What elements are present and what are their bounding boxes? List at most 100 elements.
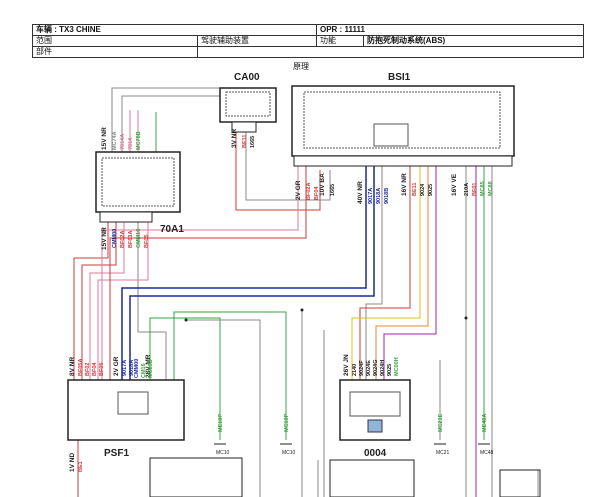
wire-line <box>186 319 261 497</box>
wire-line <box>97 222 149 380</box>
psf1-box <box>67 379 185 441</box>
wire-label: BE11 <box>412 183 418 196</box>
wire-label: 9018B <box>384 188 390 204</box>
psf1-module <box>117 391 149 415</box>
connector-label-psf-bottom: 1V ND <box>69 453 76 472</box>
ground-wire-label: ME10P <box>218 414 224 432</box>
ground-label: MC10 <box>216 450 230 456</box>
wire-line <box>383 166 437 380</box>
connector-label-bsi-d: 16V NR <box>401 173 408 196</box>
connector-label-bsi-c: 40V NR <box>357 181 364 204</box>
connector-label-bsi-e: 16V VE <box>451 173 458 196</box>
wire-line <box>101 166 299 380</box>
wire-label: BF05 <box>144 235 150 248</box>
part-cell: 部件 <box>32 46 198 58</box>
ground-wire-label: MC21E <box>438 413 444 432</box>
ground-label: MC10 <box>282 450 296 456</box>
connector-label-psf-a: 8V NR <box>69 357 76 376</box>
ground-wire-label: MC10P <box>284 413 290 432</box>
connector-label-c0004: 26V JN <box>343 354 350 376</box>
wire-line <box>375 166 429 380</box>
wire-line <box>129 166 375 380</box>
wire-label: 9025 <box>387 364 393 376</box>
wire-line <box>137 222 167 380</box>
c0004-sensor <box>367 419 383 433</box>
wire-label: BF04 <box>92 362 98 376</box>
wire-label: BF02 <box>85 363 91 376</box>
junction-dot <box>184 318 188 322</box>
junction-dot <box>300 308 304 312</box>
wire-label: 9018A <box>129 360 135 376</box>
connector-label-psf-b: 2V GR <box>113 356 120 376</box>
psf1-title: PSF1 <box>104 448 129 459</box>
bsi1-inner <box>303 91 501 149</box>
wire-label: MC74A <box>112 131 118 150</box>
wire-label: MC85 <box>480 181 486 196</box>
wire-label: 9024E <box>366 360 372 376</box>
wire-label: MC00H <box>394 357 400 376</box>
wire-label: 7814 <box>128 137 134 150</box>
wire-label: MC89B <box>148 359 154 378</box>
wire-line <box>73 222 109 380</box>
wire-line <box>351 166 421 380</box>
wire-label: 1665 <box>250 136 256 148</box>
ground-label: MC21 <box>436 450 450 456</box>
wire-line <box>121 166 367 380</box>
wire-label: BF04 <box>314 186 320 200</box>
c70a1-box <box>95 151 181 213</box>
junction-dot <box>464 316 468 320</box>
connector-label-c70a1-bottom: 15V NR <box>101 227 108 250</box>
bottom-block <box>329 459 415 497</box>
bottom-block <box>499 469 541 497</box>
bsi1-module <box>373 123 409 147</box>
component-blocks <box>67 85 541 497</box>
wire-line <box>173 311 287 440</box>
wire-label: 9024H <box>380 360 386 376</box>
wire-label: CMM00 <box>112 229 118 248</box>
c70a1-title: 70A1 <box>160 224 184 235</box>
header-table: 车辆 : TX3 CHINE OPR : 11111 范围 驾驶辅助装置 功能 … <box>32 24 584 58</box>
wire-line <box>235 132 321 211</box>
bottom-block <box>149 457 243 497</box>
wire-label: 9024G <box>373 359 379 376</box>
wire-label: CM16 <box>141 363 147 378</box>
wire-label: BF02A <box>306 183 312 200</box>
wire-line <box>149 317 221 440</box>
ca00-inner <box>225 91 271 117</box>
c70a1-inner <box>101 157 175 207</box>
wire-label: BF63A <box>128 231 134 248</box>
wire-line <box>365 166 383 380</box>
wire-label: 9024F <box>359 360 365 376</box>
c0004-title: 0004 <box>364 448 387 459</box>
wire-label: BE1 <box>78 461 84 472</box>
part-value-cell <box>197 46 584 58</box>
connector-label-c70a1-top: 15V NR <box>101 127 108 150</box>
wire-label: BE11 <box>242 135 248 148</box>
wire-line <box>89 222 125 380</box>
wire-label: BF01 <box>472 183 478 196</box>
diagram-caption: 原理 <box>293 62 309 71</box>
wire-line <box>109 166 307 380</box>
connector-label-bsi-b: 10V BA <box>319 173 326 196</box>
wire-label: 9018A <box>376 188 382 204</box>
wire-label: 7814A <box>120 134 126 150</box>
wire-label: 9017A <box>122 360 128 376</box>
wire-label: BF02A <box>120 231 126 248</box>
wire-label: 9025 <box>428 184 434 196</box>
connector-label-ca00: 3V NR <box>231 129 238 148</box>
wire-label: 1665 <box>330 184 336 196</box>
bsi1-connector-row <box>293 155 513 167</box>
wire-label: BF05A <box>78 359 84 376</box>
ground-label: MC48 <box>480 450 494 456</box>
wire-line <box>81 222 117 380</box>
wire-label: 9024 <box>420 183 426 196</box>
wire-line <box>121 95 226 152</box>
wire-label: 210A <box>464 183 470 196</box>
c0004-module <box>349 391 401 417</box>
bsi1-box <box>291 85 515 157</box>
wire-label: CMM16 <box>136 229 142 248</box>
wire-line <box>359 166 411 380</box>
ground-wire-label: ME48A <box>482 414 488 432</box>
ca00-title: CA00 <box>234 72 260 83</box>
